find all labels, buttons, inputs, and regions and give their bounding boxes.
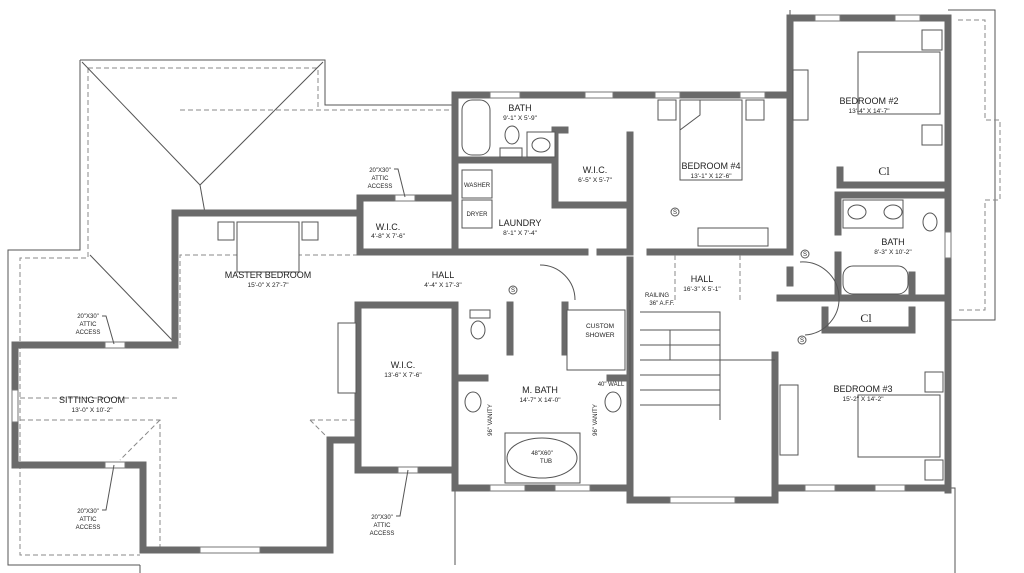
closet-label: Cl [878, 164, 890, 178]
smoke-detector-icon: S [800, 338, 804, 344]
washer-label: WASHER [464, 183, 491, 189]
room-dims: 4'-8" X 7'-6" [371, 233, 406, 240]
room-dims: 6'-5" X 5'-7" [578, 177, 613, 184]
room-name: MASTER BEDROOM [225, 270, 312, 280]
room-dims: 15'-2" X 14'-2" [842, 396, 884, 403]
room-dims: 8'-1" X 7'-4" [503, 230, 538, 237]
sink [531, 137, 551, 153]
bed-4 [679, 99, 743, 181]
tub-label: TUB [540, 459, 552, 465]
svg-text:20"X30": 20"X30" [77, 509, 99, 515]
room-dims: 4'-4" X 17'-3" [424, 282, 462, 289]
attic-access-note: 20"X30" ATTIC ACCESS [370, 469, 409, 537]
room-dims: 14'-7" X 14'-0" [519, 397, 561, 404]
dryer [461, 199, 493, 229]
room-name: BEDROOM #3 [833, 384, 892, 394]
room-dims: 13'-4" X 14'-7" [848, 108, 890, 115]
room-name: M. BATH [522, 385, 558, 395]
smoke-detectors: S S S S [508, 207, 810, 345]
custom-shower [566, 309, 626, 371]
room-dims: 13'-0" X 10'-2" [71, 407, 113, 414]
room-name: W.I.C. [391, 360, 416, 370]
attic-access-note: 20"X30" ATTIC ACCESS [76, 314, 115, 345]
room-name: HALL [432, 270, 455, 280]
wall-note: 40" WALL [598, 382, 625, 388]
svg-text:ACCESS: ACCESS [370, 531, 395, 537]
room-name: BEDROOM #4 [681, 161, 740, 171]
master-bed [236, 221, 300, 273]
svg-text:20"X30": 20"X30" [77, 314, 99, 320]
room-name: BATH [881, 237, 904, 247]
bathtub [461, 99, 491, 156]
room-dims: 8'-3" X 10'-2" [874, 249, 912, 256]
smoke-detector-icon: S [803, 252, 807, 258]
svg-text:20"X30": 20"X30" [371, 515, 393, 521]
windows [11, 14, 952, 554]
washer [461, 169, 493, 199]
smoke-detector-icon: S [673, 210, 677, 216]
attic-access-notes: 20"X30" ATTIC ACCESS 20"X30" ATTIC ACCES… [76, 168, 409, 537]
shower-label: SHOWER [585, 332, 615, 339]
room-dims: 13'-1" X 12'-6" [690, 173, 732, 180]
room-name: W.I.C. [583, 165, 608, 175]
shower-label: CUSTOM [586, 323, 614, 330]
vanity-label: 96" VANITY [593, 404, 599, 436]
room-dims: 13'-6" X 7'-6" [384, 372, 422, 379]
room-name: HALL [691, 274, 714, 284]
tub-label: 48"X60" [531, 451, 553, 457]
room-name: LAUNDRY [499, 218, 542, 228]
svg-text:ATTIC: ATTIC [374, 523, 392, 529]
svg-text:20"X30": 20"X30" [369, 168, 391, 174]
room-dims: 16'-3" X 5'-1" [683, 286, 721, 293]
fixture-labels: WASHER DRYER CUSTOM SHOWER 48"X60" TUB 9… [464, 183, 675, 465]
room-name: SITTING ROOM [59, 395, 125, 405]
room-dims: 9'-1" X 5'-9" [503, 115, 538, 122]
attic-access-note: 20"X30" ATTIC ACCESS [76, 464, 115, 531]
smoke-detector-icon: S [511, 288, 515, 294]
room-name: W.I.C. [376, 222, 401, 232]
vanity-label: 96" VANITY [488, 404, 494, 436]
room-name: BEDROOM #2 [839, 96, 898, 106]
svg-text:ACCESS: ACCESS [368, 184, 393, 190]
svg-text:ATTIC: ATTIC [372, 176, 390, 182]
closet-label: Cl [860, 311, 872, 325]
bed-3 [857, 394, 941, 458]
railing-label: 36" A.F.F. [649, 301, 674, 307]
attic-access-note: 20"X30" ATTIC ACCESS [368, 168, 406, 198]
room-name: BATH [508, 103, 531, 113]
fixtures [217, 29, 944, 484]
dryer-label: DRYER [467, 212, 489, 218]
room-labels: BATH 9'-1" X 5'-9" W.I.C. 6'-5" X 5'-7" … [59, 96, 912, 414]
toilet [504, 125, 520, 145]
bed-2 [857, 51, 941, 115]
svg-text:ATTIC: ATTIC [80, 322, 98, 328]
svg-text:ACCESS: ACCESS [76, 525, 101, 531]
svg-text:ATTIC: ATTIC [80, 517, 98, 523]
room-dims: 15'-0" X 27'-7" [247, 282, 289, 289]
svg-text:ACCESS: ACCESS [76, 330, 101, 336]
railing-label: RAILING [645, 293, 669, 299]
